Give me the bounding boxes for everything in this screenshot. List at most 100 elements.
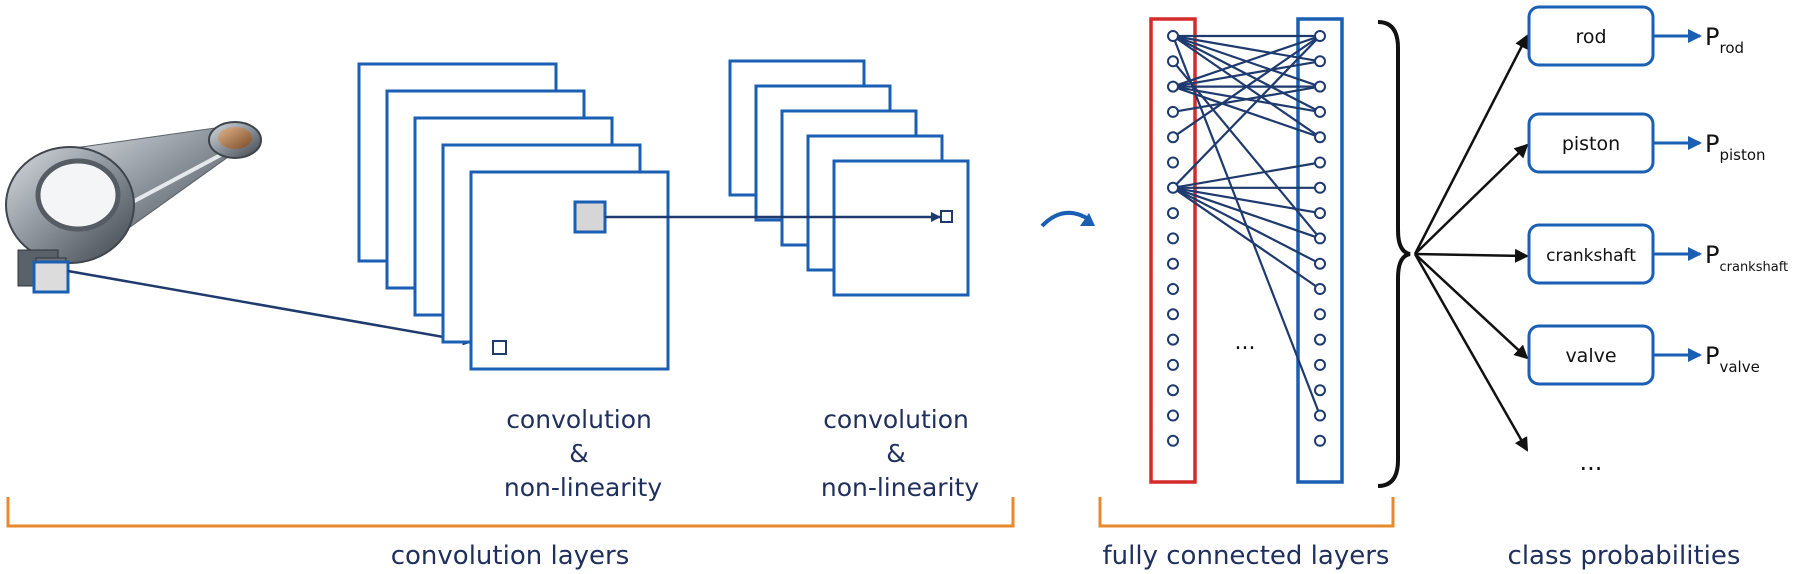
prob-rod-p: P [1705,23,1719,51]
fc-layer-2-box [1296,17,1344,484]
conv-stack-2 [728,59,970,297]
fc-node-1-15 [1167,384,1179,397]
receptive-field-1 [492,340,507,355]
fc-node-2-4 [1314,105,1326,118]
more-classes-ellipsis: ... [1580,448,1603,476]
fc-connection-12 [1172,161,1321,189]
class-arrow-rod [1413,34,1529,255]
conv-label-1-line2: & [569,439,589,468]
section-label-probs: class probabilities [1508,541,1741,571]
fc-connection-5 [1172,34,1321,63]
fc-nodes [1167,30,1326,447]
fc-connection-11 [1172,35,1321,189]
fc-section-bracket [1098,497,1395,528]
fc-node-1-13 [1167,333,1179,346]
prob-piston: Ppiston [1705,130,1766,164]
fc-connection-18 [1172,60,1321,240]
fc-node-2-5 [1314,131,1326,144]
class-rod: rod Prod [1527,5,1744,67]
fc-node-1-9 [1167,232,1179,245]
fc-node-1-1 [1167,30,1179,42]
fc-node-2-17 [1314,434,1326,447]
prob-valve: Pvalve [1705,342,1760,376]
fc-node-1-14 [1167,358,1179,371]
prob-valve-p: P [1705,342,1719,370]
feature-map-2-5 [832,159,970,297]
feature-map-1-5 [469,170,670,371]
conv-stack-1 [357,62,670,371]
fc-node-1-16 [1167,409,1179,422]
conv-label-1-line3: non-linearity [504,473,662,502]
curved-arrow-icon [1040,210,1092,228]
conv-label-2-line1: convolution [823,405,969,434]
fc-node-2-6 [1314,156,1326,169]
prob-crankshaft: Pcrankshaft [1705,241,1788,275]
feature-patch [573,200,607,234]
fc-node-1-2 [1167,55,1179,68]
prob-rod-sub: rod [1719,39,1744,57]
prob-piston-p: P [1705,130,1719,158]
curved-arrow-head [1080,213,1095,226]
fc-node-1-8 [1167,207,1179,220]
fc-node-1-5 [1167,131,1179,144]
fc-node-2-2 [1314,55,1326,68]
fc-node-1-12 [1167,308,1179,321]
fc-connection-6 [1172,34,1321,88]
fc-node-2-9 [1314,232,1326,245]
right-bracket-icon [1377,20,1411,488]
fc-node-1-11 [1167,283,1179,295]
conv-label-2-line2: & [886,439,906,468]
conv-section-bracket [6,497,1015,528]
fc-node-2-7 [1314,181,1326,194]
fc-connection-17 [1172,186,1321,290]
class-name-valve: valve [1565,345,1616,367]
fc-node-2-11 [1314,283,1326,295]
class-name-piston: piston [1562,133,1620,155]
class-arrow-crankshaft [1414,248,1529,263]
fc-connection-19 [1171,35,1322,416]
fc-connection-21 [1172,85,1321,113]
class-name-rod: rod [1575,26,1606,48]
fc-node-1-7 [1167,181,1179,194]
prob-valve-sub: valve [1719,358,1759,376]
receptive-field-2 [940,210,953,223]
conv-label-2: convolution & non-linearity [821,405,979,502]
section-label-fc: fully connected layers [1103,541,1390,571]
fc-connection-20 [1172,35,1321,139]
fc-node-2-3 [1314,80,1326,93]
prob-crankshaft-p: P [1705,241,1719,269]
conv-label-1-line1: convolution [506,405,652,434]
class-name-crankshaft: crankshaft [1546,246,1636,266]
fc-node-1-6 [1167,156,1179,169]
fc-node-2-15 [1314,384,1326,397]
fc-layer-1-box [1149,17,1197,484]
fc-node-1-4 [1167,105,1179,118]
fc-connection-15 [1172,186,1321,240]
section-label-conv: convolution layers [391,541,630,571]
conv-label-2-line3: non-linearity [821,473,979,502]
fc-connections [1171,34,1322,416]
fc-node-2-12 [1314,308,1326,321]
fc-node-2-10 [1314,257,1326,270]
fc-node-2-16 [1314,409,1326,422]
prob-rod: Prod [1705,23,1744,57]
class-arrow-valve [1414,253,1529,360]
prob-crankshaft-sub: crankshaft [1719,260,1788,275]
class-arrow-piston [1414,143,1529,255]
class-crankshaft: crankshaft Pcrankshaft [1527,223,1788,285]
fc-node-2-14 [1314,358,1326,371]
class-arrow-more [1413,253,1529,452]
input-patch-arrow [67,269,473,346]
fc-ellipsis: ... [1235,330,1256,355]
fc-connection-7 [1172,60,1321,88]
connecting-rod-photo [5,121,262,294]
fc-node-2-13 [1314,333,1326,346]
fc-node-1-3 [1167,80,1179,93]
fc-node-2-1 [1314,30,1326,42]
conv-label-1: convolution & non-linearity [504,405,662,502]
class-valve: valve Pvalve [1527,324,1760,386]
class-piston: piston Ppiston [1527,112,1766,174]
fc-node-1-10 [1167,257,1179,270]
class-arrows [1413,34,1529,452]
